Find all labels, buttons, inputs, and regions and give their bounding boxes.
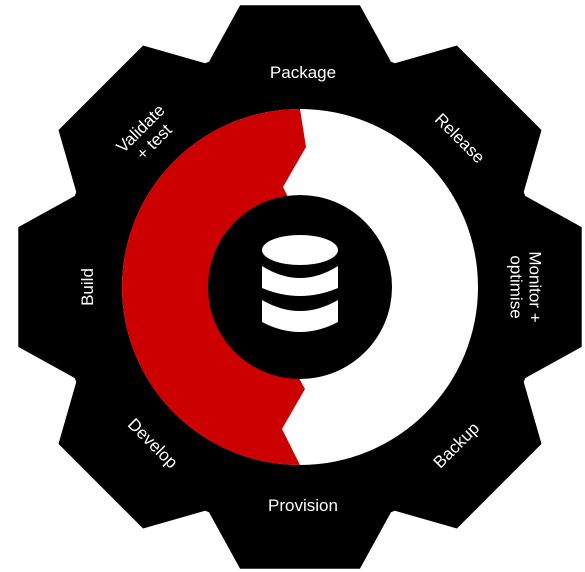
stage-label-line: Package — [270, 63, 336, 82]
stage-label-monitor: Monitor +optimise — [507, 251, 545, 322]
stage-label-build: Build — [78, 268, 97, 306]
stage-label-line: Build — [78, 268, 97, 306]
stage-label-package: Package — [270, 63, 336, 82]
stage-label-line: Monitor + — [526, 251, 545, 322]
stage-label-line: optimise — [507, 255, 526, 318]
stage-label-line: Provision — [268, 496, 338, 515]
stage-label-provision: Provision — [268, 496, 338, 515]
database-icon — [262, 235, 338, 332]
